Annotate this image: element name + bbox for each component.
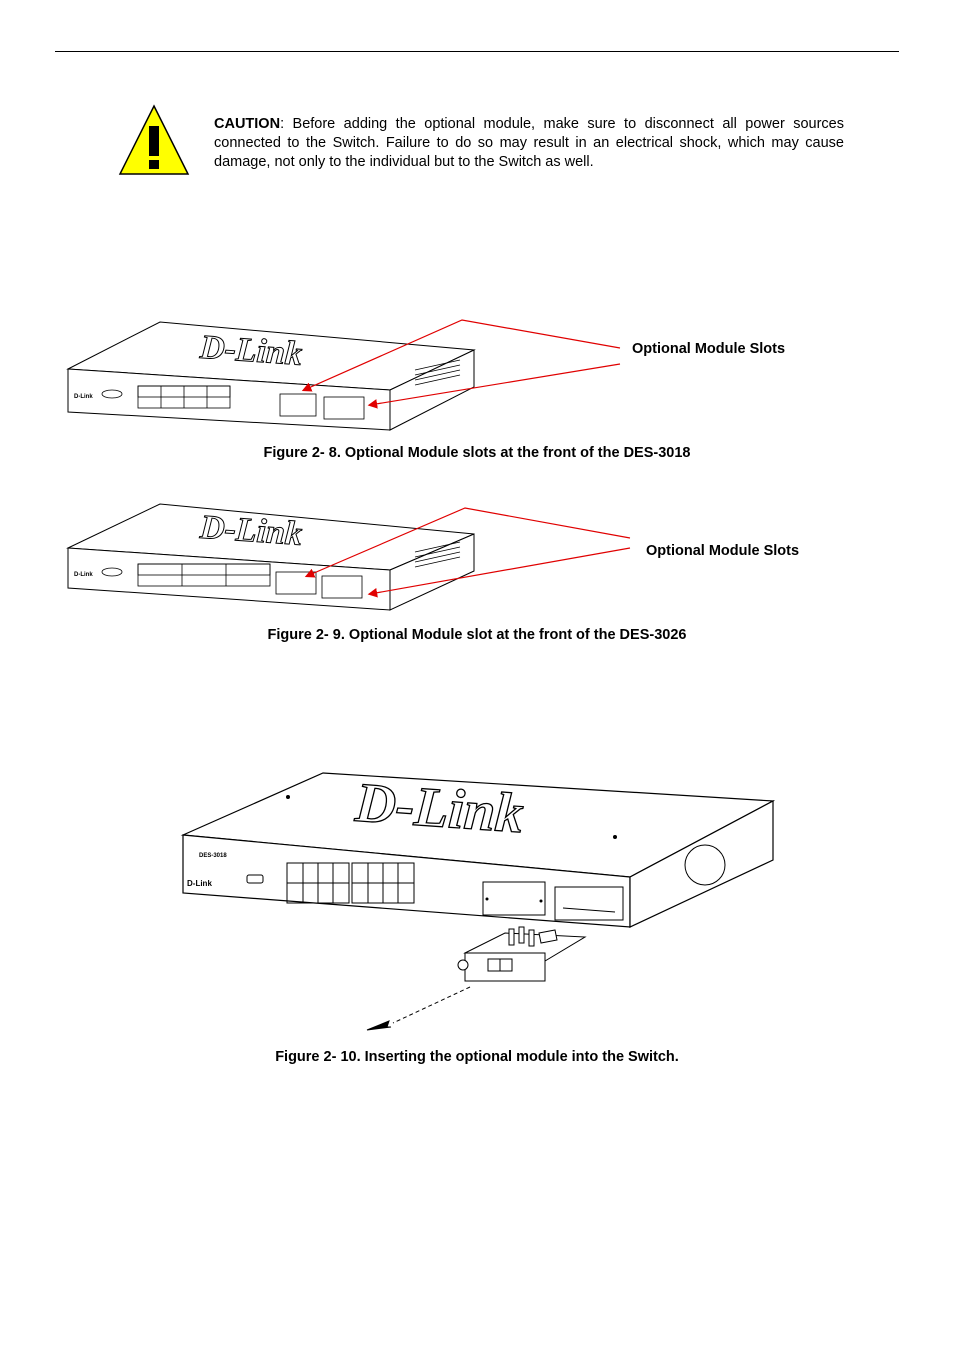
svg-text:D-Link: D-Link xyxy=(74,572,93,578)
caution-body: : Before adding the optional module, mak… xyxy=(214,116,844,170)
figure-10-insert-module: D-Link DES-3018 D-Link xyxy=(180,771,776,1031)
caution-keyword: CAUTION xyxy=(214,116,281,132)
figure-8-callout-arrows xyxy=(301,319,621,409)
figure-8-label: Optional Module Slots xyxy=(632,341,786,357)
figure-9-caption: Figure 2- 9. Optional Module slot at the… xyxy=(267,627,687,643)
caution-warning-icon xyxy=(118,104,190,175)
figure-8-des3018-front: D-Link D-Link xyxy=(66,321,476,431)
figure-9-label: Optional Module Slots xyxy=(646,543,800,559)
figure-8-caption: Figure 2- 8. Optional Module slots at th… xyxy=(263,445,691,461)
figure-10-panel-logo: D-Link xyxy=(187,879,212,888)
figure-8-logo: D-Link xyxy=(198,329,303,373)
header-rule xyxy=(55,51,899,52)
svg-text:D-Link: D-Link xyxy=(74,394,93,400)
figure-9-logo: D-Link xyxy=(198,509,303,553)
figure-10-caption: Figure 2- 10. Inserting the optional mod… xyxy=(275,1049,679,1065)
caution-paragraph: CAUTION: Before adding the optional modu… xyxy=(214,115,844,172)
figure-10-model: DES-3018 xyxy=(199,853,227,859)
figure-9-des3026-front: D-Link D-Link xyxy=(66,503,475,611)
figure-10-logo: D-Link xyxy=(352,772,525,846)
figure-9-callout-arrows xyxy=(304,507,631,598)
